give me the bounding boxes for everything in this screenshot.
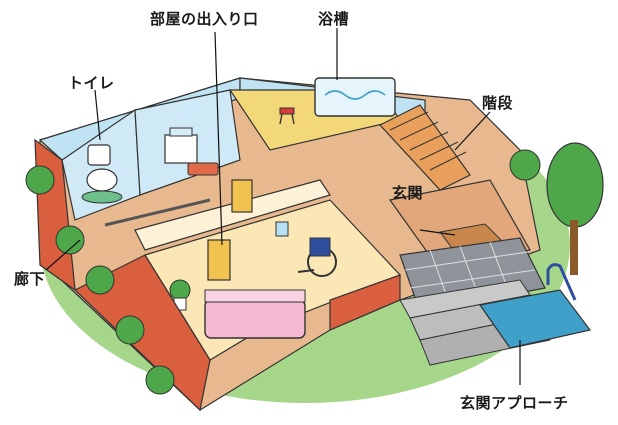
label-stairs: 階段 (482, 94, 514, 112)
leader-lines (45, 28, 521, 385)
sink-icon (164, 127, 198, 164)
bathtub-icon (314, 77, 396, 117)
bedroom-window (275, 221, 289, 237)
corridor-handrail (104, 198, 211, 227)
label-entrance-approach: 玄関アプローチ (460, 394, 569, 412)
stairs-icon (379, 104, 471, 191)
bath-chair-icon (279, 107, 295, 125)
label-toilet: トイレ (68, 74, 115, 92)
tree-icon (509, 142, 604, 275)
label-bathtub: 浴槽 (318, 10, 350, 28)
toilet-icon (81, 144, 123, 204)
bed-icon (204, 289, 306, 339)
bath-mat (187, 162, 219, 176)
wheelchair-icon (297, 237, 337, 277)
label-corridor: 廊下 (14, 270, 46, 288)
bedroom-door (207, 239, 231, 281)
entrance-ramp (478, 289, 592, 349)
outer-wall-right (329, 274, 401, 331)
label-genkan: 玄関 (392, 184, 424, 202)
label-room-entrance: 部屋の出入り口 (150, 10, 259, 28)
bushes (25, 165, 175, 395)
hall-wall (134, 179, 331, 251)
ramp-handrail (546, 263, 577, 301)
hall-door (231, 179, 253, 213)
